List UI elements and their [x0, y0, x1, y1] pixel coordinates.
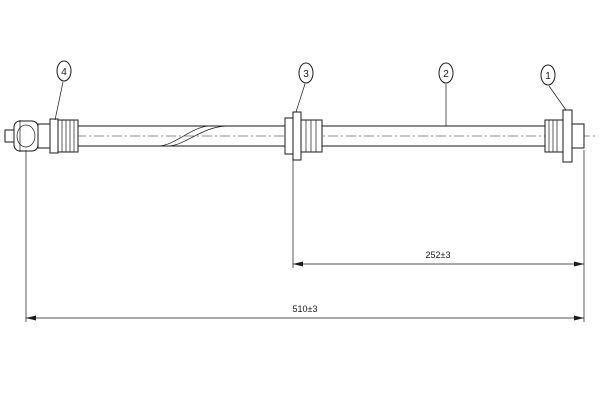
dimension-overall-label: 510±3	[293, 304, 318, 314]
dimension-partial-label: 252±3	[426, 250, 451, 260]
callout-2: 2	[438, 62, 454, 126]
left-banjo-fitting	[4, 120, 39, 152]
hose-body	[78, 125, 545, 147]
left-ferrule	[37, 118, 79, 154]
callout-4: 4	[54, 60, 72, 121]
callout-3-label: 3	[303, 69, 309, 80]
right-fitting	[544, 109, 585, 163]
callout-1: 1	[540, 64, 567, 111]
dimension-partial: 252±3	[293, 250, 584, 267]
callout-4-label: 4	[61, 67, 67, 78]
callout-3: 3	[295, 62, 314, 113]
callout-2-label: 2	[443, 69, 449, 80]
middle-bracket	[284, 111, 323, 161]
dimension-overall: 510±3	[26, 304, 584, 321]
callout-1-label: 1	[545, 71, 551, 82]
